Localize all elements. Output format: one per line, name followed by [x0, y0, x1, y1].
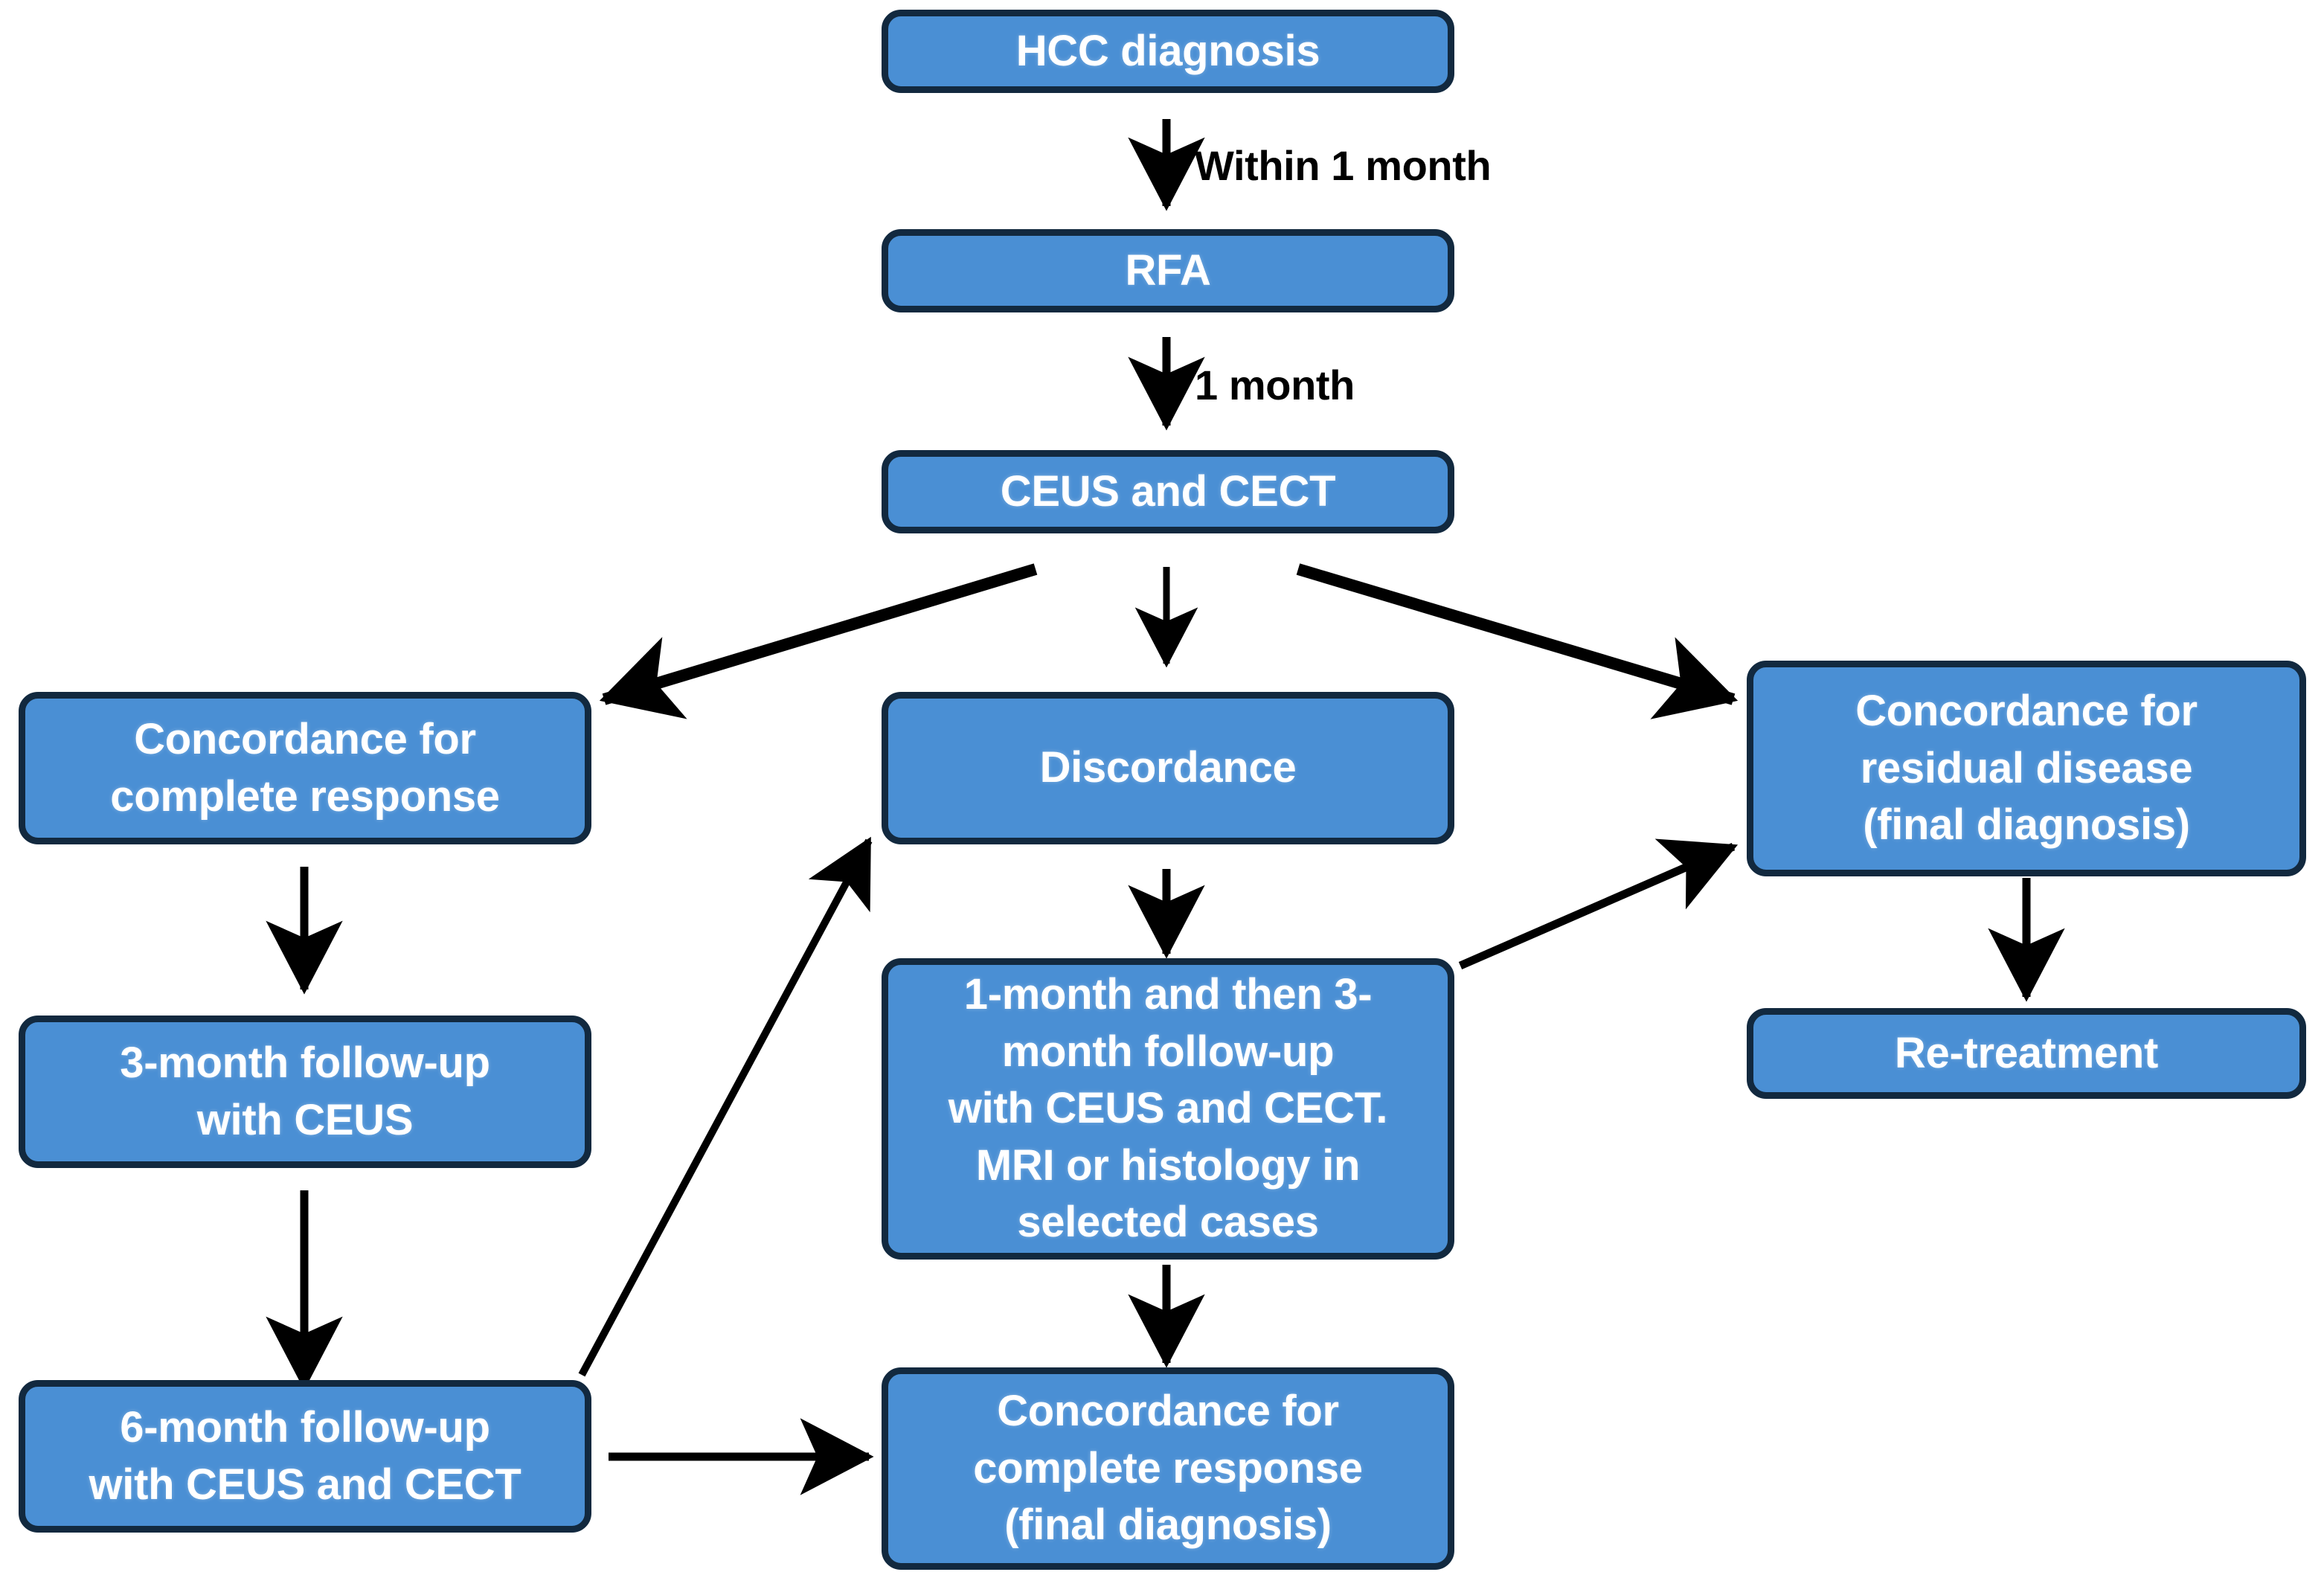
- node-three-month-follow-up[interactable]: 3-month follow-up with CEUS: [19, 1016, 591, 1168]
- edge-label-one-month: 1 month: [1195, 362, 1355, 408]
- node-re-treatment[interactable]: Re-treatment: [1747, 1008, 2306, 1099]
- node-ceus-and-cect[interactable]: CEUS and CECT: [882, 450, 1454, 533]
- node-hcc-diagnosis-label: HCC diagnosis: [1015, 26, 1320, 75]
- node-six-month-follow-up-label: 6-month follow-up with CEUS and CECT: [89, 1402, 521, 1509]
- node-followup-detail-label: 1-month and then 3- month follow-up with…: [948, 970, 1388, 1247]
- node-re-treatment-label: Re-treatment: [1894, 1028, 2159, 1077]
- edge-six-month-to-discordance: [578, 836, 873, 1377]
- node-concordance-complete-response[interactable]: Concordance for complete response: [19, 692, 591, 844]
- node-concordance-complete-response-final[interactable]: Concordance for complete response (final…: [882, 1367, 1454, 1570]
- edge-ceus-to-concordance-complete: [599, 563, 1038, 719]
- node-ceus-and-cect-label: CEUS and CECT: [1000, 466, 1336, 516]
- edge-followup-detail-to-concordance-residual: [1458, 838, 1739, 970]
- node-followup-detail[interactable]: 1-month and then 3- month follow-up with…: [882, 958, 1454, 1260]
- node-concordance-complete-response-label: Concordance for complete response: [110, 714, 500, 821]
- edge-ceus-to-concordance-residual: [1296, 563, 1739, 719]
- node-discordance[interactable]: Discordance: [882, 692, 1454, 844]
- node-rfa[interactable]: RFA: [882, 229, 1454, 312]
- node-rfa-label: RFA: [1125, 246, 1211, 295]
- edge-label-within-one-month: Within 1 month: [1195, 142, 1492, 189]
- node-concordance-complete-response-final-label: Concordance for complete response (final…: [973, 1387, 1363, 1550]
- node-concordance-residual-disease-label: Concordance for residual disease (final …: [1855, 687, 2198, 850]
- node-hcc-diagnosis[interactable]: HCC diagnosis: [882, 10, 1454, 93]
- node-concordance-residual-disease[interactable]: Concordance for residual disease (final …: [1747, 661, 2306, 876]
- node-six-month-follow-up[interactable]: 6-month follow-up with CEUS and CECT: [19, 1380, 591, 1533]
- node-three-month-follow-up-label: 3-month follow-up with CEUS: [120, 1038, 490, 1144]
- node-discordance-label: Discordance: [1039, 743, 1297, 792]
